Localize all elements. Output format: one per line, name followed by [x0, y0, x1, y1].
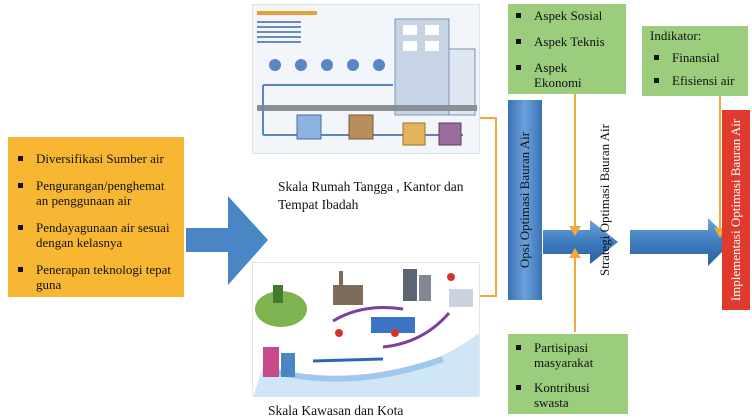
aspects-list: Aspek Sosial Aspek Teknis Aspek Ekonomi [512, 8, 622, 90]
household-illustration [252, 4, 480, 154]
list-item: Efisiensi air [650, 73, 744, 88]
list-item: Finansial [650, 50, 744, 65]
options-bar: Opsi Optimasi Bauran Air [508, 100, 542, 300]
bracket-right [480, 117, 497, 297]
arrow-strategy-to-implementation [630, 218, 732, 266]
list-item: Aspek Teknis [512, 34, 622, 49]
arrow-left-to-center [186, 196, 268, 285]
strategy-label: Strategi Optimasi Bauran Air [597, 124, 612, 277]
city-caption: Skala Kawasan dan Kota [268, 403, 404, 418]
list-item: Kontribusi swasta [512, 380, 604, 410]
city-illustration [252, 262, 480, 397]
list-item: Diversifikasi Sumber air [14, 151, 178, 166]
implementation-bar: Implementasi Optimasi Bauran Air [722, 110, 750, 310]
list-item: Pendayagunaan air sesuai dengan kelasnya [14, 220, 178, 250]
implementation-label: Implementasi Optimasi Bauran Air [728, 118, 743, 302]
list-item: Penerapan teknologi tepat guna [14, 262, 178, 292]
strategy-list: Diversifikasi Sumber air Pengurangan/pen… [14, 151, 178, 292]
indicators-list: Finansial Efisiensi air [650, 50, 744, 88]
strategy-list-box: Diversifikasi Sumber air Pengurangan/pen… [8, 137, 184, 297]
indicators-box: Indikator: Finansial Efisiensi air [642, 26, 748, 96]
aspects-box: Aspek Sosial Aspek Teknis Aspek Ekonomi [508, 4, 626, 94]
household-caption: Skala Rumah Tangga , Kantor dan Tempat I… [278, 179, 464, 212]
city-schematic [253, 269, 479, 397]
arrow-options-to-strategy [543, 220, 618, 264]
indicators-title: Indikator: [650, 28, 702, 43]
household-schematic [257, 11, 477, 146]
participation-list: Partisipasi masyarakat Kontribusi swasta [512, 340, 624, 410]
options-label: Opsi Optimasi Bauran Air [517, 131, 532, 269]
list-item: Aspek Sosial [512, 8, 622, 23]
list-item: Aspek Ekonomi [512, 60, 604, 90]
list-item: Partisipasi masyarakat [512, 340, 620, 370]
participation-box: Partisipasi masyarakat Kontribusi swasta [508, 334, 628, 414]
list-item: Pengurangan/penghemat an penggunaan air [14, 178, 178, 208]
strategy-bar: Strategi Optimasi Bauran Air [588, 100, 622, 300]
